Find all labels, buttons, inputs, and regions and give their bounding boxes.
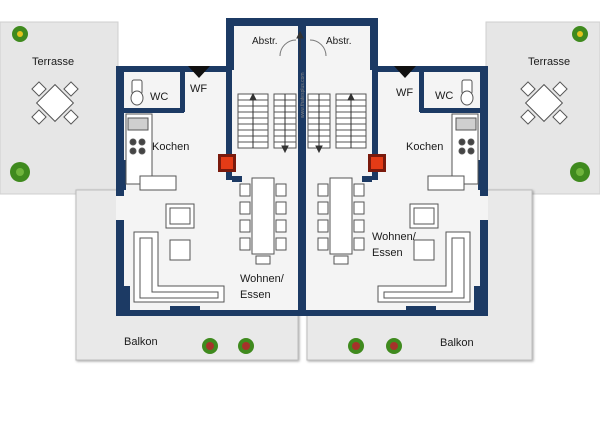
dining-table-right (317, 177, 365, 265)
plant-icon (348, 338, 364, 354)
label-wf-right: WF (396, 87, 413, 99)
label-terrasse-left: Terrasse (32, 56, 74, 68)
toilet-left (130, 79, 144, 106)
dining-table-left (239, 177, 287, 265)
stove-left (218, 154, 236, 172)
label-terrasse-right: Terrasse (528, 56, 570, 68)
label-balkon-right: Balkon (440, 337, 474, 349)
plant-icon (570, 162, 590, 182)
label-wohnen-left-line2: Essen (240, 289, 271, 301)
label-wohnen-right-line1: Wohnen/ (372, 231, 417, 243)
table-chair-set-icon (31, 81, 79, 125)
table-chair-set-icon (520, 81, 568, 125)
plant-icon (10, 162, 30, 182)
label-wf-left: WF (190, 83, 207, 95)
plant-icon (386, 338, 402, 354)
label-balkon-left: Balkon (124, 336, 158, 348)
walls (116, 18, 488, 316)
plant-icon (572, 26, 588, 42)
plant-icon (12, 26, 28, 42)
sofa-right (377, 203, 471, 303)
watermark-text: www.thatesplus.com (300, 72, 306, 118)
label-wc-left: WC (150, 91, 168, 103)
kitchen-right (427, 113, 479, 191)
toilet-right (460, 79, 474, 106)
label-kochen-right: Kochen (406, 141, 443, 153)
wf-marker-left (188, 66, 210, 78)
label-wohnen-left-line1: Wohnen/ (240, 273, 285, 285)
wf-marker-right (394, 66, 416, 78)
storage-doors (279, 39, 327, 57)
label-kochen-left: Kochen (152, 141, 189, 153)
stove-right (368, 154, 386, 172)
sofa-left (133, 203, 225, 303)
label-wc-right: WC (435, 90, 453, 102)
plant-icon (202, 338, 218, 354)
label-abstr-right: Abstr. (326, 36, 352, 47)
stairs-right (307, 93, 367, 149)
kitchen-left (125, 113, 177, 191)
stair-arrows (249, 30, 355, 154)
label-abstr-left: Abstr. (252, 36, 278, 47)
plant-icon (238, 338, 254, 354)
stairs-left (237, 93, 297, 149)
label-wohnen-right-line2: Essen (372, 247, 403, 259)
